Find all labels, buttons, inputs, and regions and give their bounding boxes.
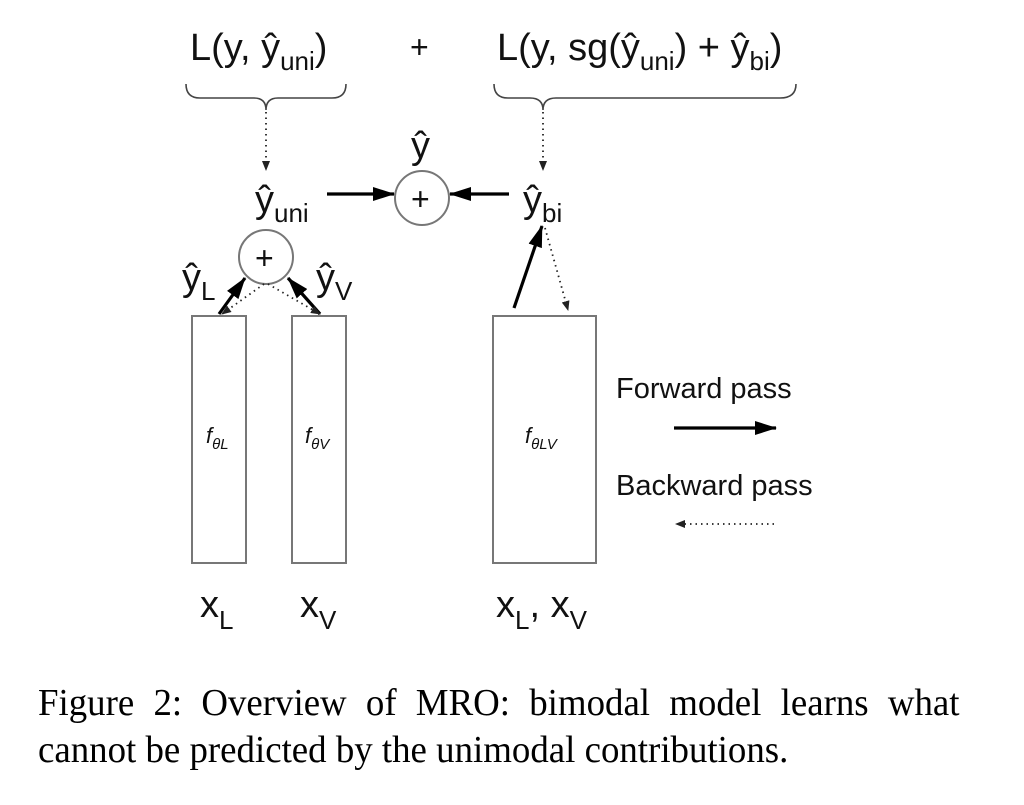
bimodal-loss-brace: [493, 83, 797, 111]
vision-input-label: xV: [300, 584, 337, 635]
language-model-label: fθL: [206, 423, 229, 453]
bimodal-forward-arrow: [512, 225, 544, 309]
bimodal-model-label: fθLV: [525, 423, 559, 453]
loss-plus-sign: +: [410, 29, 429, 65]
vision-backward-arrow: [267, 283, 321, 315]
mro-diagram: L(y, ŷuni) + L(y, sg(ŷuni) + ŷbi) ŷ + ŷu…: [182, 27, 813, 635]
bimodal-backward-arrow: [544, 227, 570, 311]
unimodal-prediction-label: ŷuni: [255, 179, 309, 228]
vision-model-label: fθV: [305, 423, 331, 453]
final-prediction-label: ŷ: [411, 125, 430, 167]
bimodal-model-box: fθLV: [492, 315, 597, 564]
legend-forward-label: Forward pass: [616, 373, 792, 405]
unimodal-sum-node: +: [238, 229, 294, 285]
bimodal-loss-label: L(y, sg(ŷuni) + ŷbi): [497, 27, 782, 76]
vision-model-box: fθV: [291, 315, 347, 564]
language-prediction-label: ŷL: [182, 257, 215, 306]
bimodal-input-label: xL, xV: [496, 584, 588, 635]
bimodal-prediction-label: ŷbi: [523, 179, 562, 228]
language-model-box: fθL: [191, 315, 247, 564]
final-sum-node: +: [394, 170, 450, 226]
figure-caption: Figure 2: Overview of MRO: bimodal model…: [38, 682, 960, 771]
language-input-label: xL: [200, 584, 233, 635]
language-forward-arrow: [217, 277, 247, 315]
unimodal-loss-label: L(y, ŷuni): [190, 27, 327, 76]
vision-prediction-label: ŷV: [316, 257, 353, 306]
legend-backward-label: Backward pass: [616, 470, 813, 502]
legend: Forward pass Backward pass: [616, 373, 813, 528]
svg-text:+: +: [411, 181, 430, 217]
unimodal-loss-brace: [185, 83, 347, 111]
svg-text:+: +: [255, 240, 274, 276]
